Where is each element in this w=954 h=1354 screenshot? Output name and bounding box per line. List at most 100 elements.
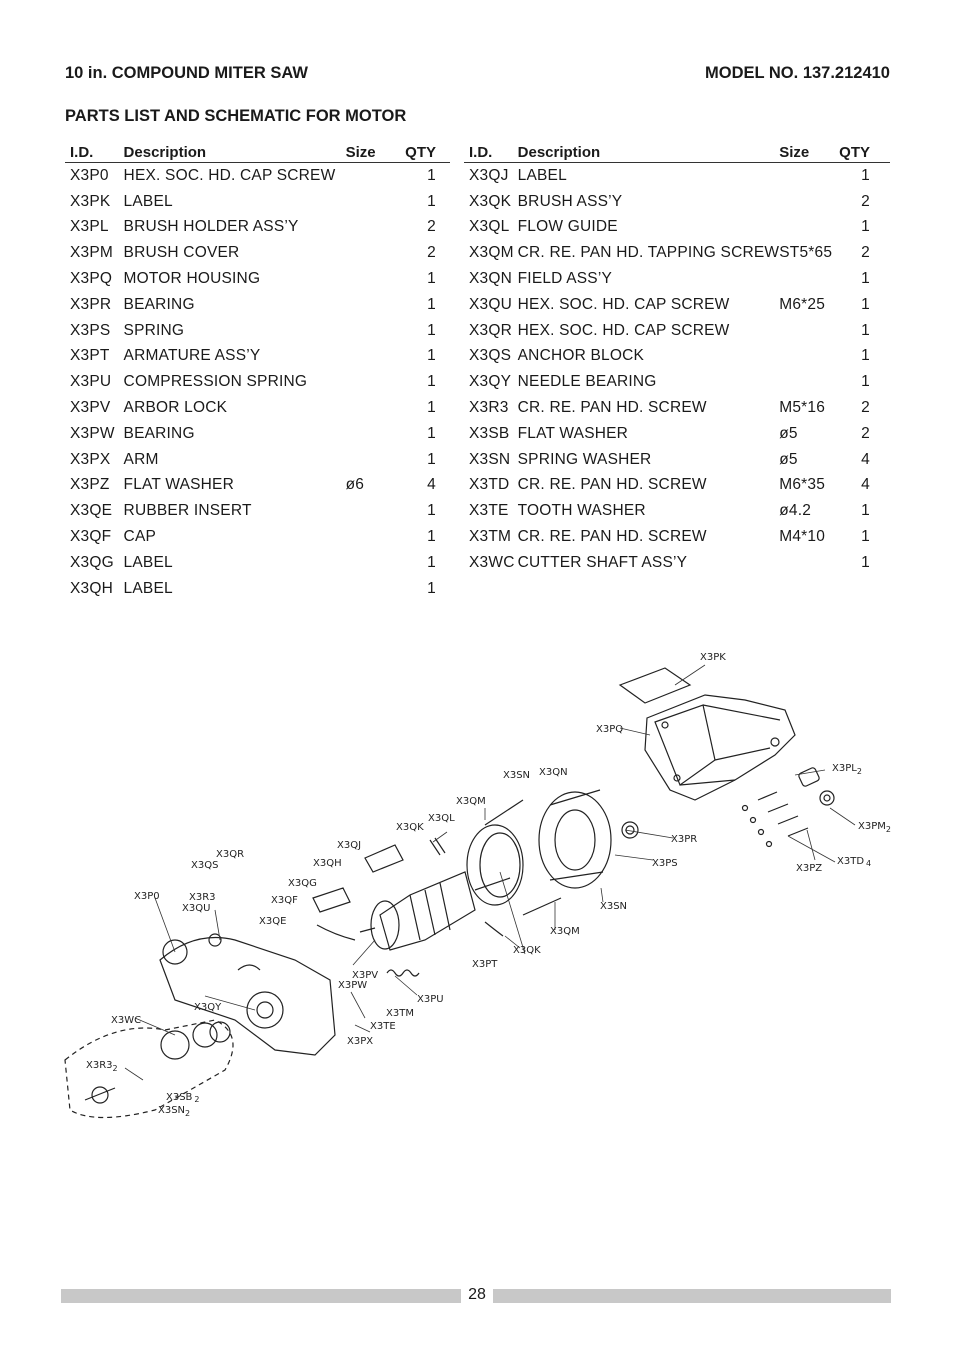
arbor-lock-drawing <box>316 924 356 941</box>
callout-x3qg: X3QG <box>288 878 317 889</box>
part-qty: 1 <box>861 347 870 365</box>
callout-x3pz: X3PZ <box>796 863 822 874</box>
table-header-row: I.D. Description Size QTY <box>65 142 450 163</box>
part-qty: 1 <box>427 424 436 442</box>
part-id: X3PS <box>70 321 111 339</box>
part-id: X3QR <box>469 321 513 339</box>
brush-lower-drawing <box>484 921 504 937</box>
part-id: X3QU <box>469 295 513 313</box>
part-description: LABEL <box>123 579 173 597</box>
part-description: CUTTER SHAFT ASS’Y <box>517 553 688 571</box>
compression-spring-drawing <box>386 969 420 977</box>
column-header-qty: QTY <box>389 142 450 163</box>
part-size: ø6 <box>345 476 365 494</box>
section-title: PARTS LIST AND SCHEMATIC FOR MOTOR <box>65 107 407 125</box>
part-qty: 2 <box>861 192 870 210</box>
tapping-screw-upper-drawing <box>484 799 524 826</box>
table-row: X3P0 HEX. SOC. HD. CAP SCREW 1 <box>65 163 450 189</box>
part-description: TOOTH WASHER <box>517 502 646 520</box>
part-qty: 1 <box>861 502 870 520</box>
part-id: X3PL <box>70 218 109 236</box>
part-qty: 4 <box>861 476 870 494</box>
part-size <box>346 447 390 473</box>
parts-table-left: I.D. Description Size QTY X3P0 HEX. SOC. … <box>65 142 450 602</box>
part-size: M4*10 <box>779 528 826 546</box>
column-header-size: Size <box>779 142 835 163</box>
callout-x3p0: X3P0 <box>134 891 160 902</box>
arm-drawing <box>159 937 336 1056</box>
part-description: ANCHOR BLOCK <box>517 347 645 365</box>
part-size <box>346 344 390 370</box>
callout-x3pv: X3PV <box>352 970 378 981</box>
footer-bar-right <box>493 1289 891 1303</box>
part-description: ARMATURE ASS’Y <box>123 347 261 365</box>
callout-x3ql: X3QL <box>428 813 455 824</box>
brush-upper-drawing <box>429 837 446 856</box>
callout-x3pu: X3PU <box>417 994 444 1005</box>
part-qty: 1 <box>861 553 870 571</box>
callout-x3sn-lower: X3SN2 <box>158 1105 190 1118</box>
callout-x3pw: X3PW <box>338 980 367 991</box>
part-size <box>779 344 834 370</box>
part-description: ARM <box>123 450 159 468</box>
part-description: CAP <box>123 528 157 546</box>
part-size <box>346 576 390 602</box>
part-id: X3QF <box>70 528 112 546</box>
callout-x3pm: X3PM2 <box>858 821 891 834</box>
part-description: HEX. SOC. HD. CAP SCREW <box>123 166 336 184</box>
callout-x3tm: X3TM <box>386 1008 414 1019</box>
part-qty: 4 <box>861 450 870 468</box>
part-id: X3WC <box>469 553 515 571</box>
part-qty: 1 <box>861 218 870 236</box>
callout-x3qf: X3QF <box>271 895 298 906</box>
part-size: M6*25 <box>779 295 826 313</box>
part-size: ø5 <box>779 450 798 468</box>
part-qty: 1 <box>427 166 436 184</box>
part-description: SPRING <box>123 321 185 339</box>
part-id: X3PK <box>70 192 111 210</box>
callout-x3sn-middle: X3SN <box>600 901 627 912</box>
part-qty: 1 <box>861 528 870 546</box>
callout-x3r3-lower: X3R32 <box>86 1060 118 1073</box>
part-qty: 1 <box>427 295 436 313</box>
part-qty: 2 <box>861 399 870 417</box>
part-size <box>346 421 390 447</box>
part-size <box>779 215 834 241</box>
part-qty: 1 <box>427 502 436 520</box>
part-size <box>346 318 390 344</box>
part-id: X3PR <box>70 295 112 313</box>
part-size <box>346 524 390 550</box>
callout-x3qk-lower: X3QK <box>513 945 541 956</box>
part-description: FLAT WASHER <box>517 424 629 442</box>
part-id: X3P0 <box>70 166 109 184</box>
part-size: ø5 <box>779 424 798 442</box>
callout-x3px: X3PX <box>347 1036 373 1047</box>
page-number: 28 <box>468 1286 486 1303</box>
rear-bearing-drawing <box>621 821 639 839</box>
part-description: BRUSH HOLDER ASS’Y <box>123 218 299 236</box>
part-id: X3PZ <box>70 476 110 494</box>
brush-holder-drawing <box>798 767 835 806</box>
column-header-id: I.D. <box>65 142 124 163</box>
label-x3qj-drawing <box>364 844 404 873</box>
part-description: BRUSH COVER <box>123 244 240 262</box>
